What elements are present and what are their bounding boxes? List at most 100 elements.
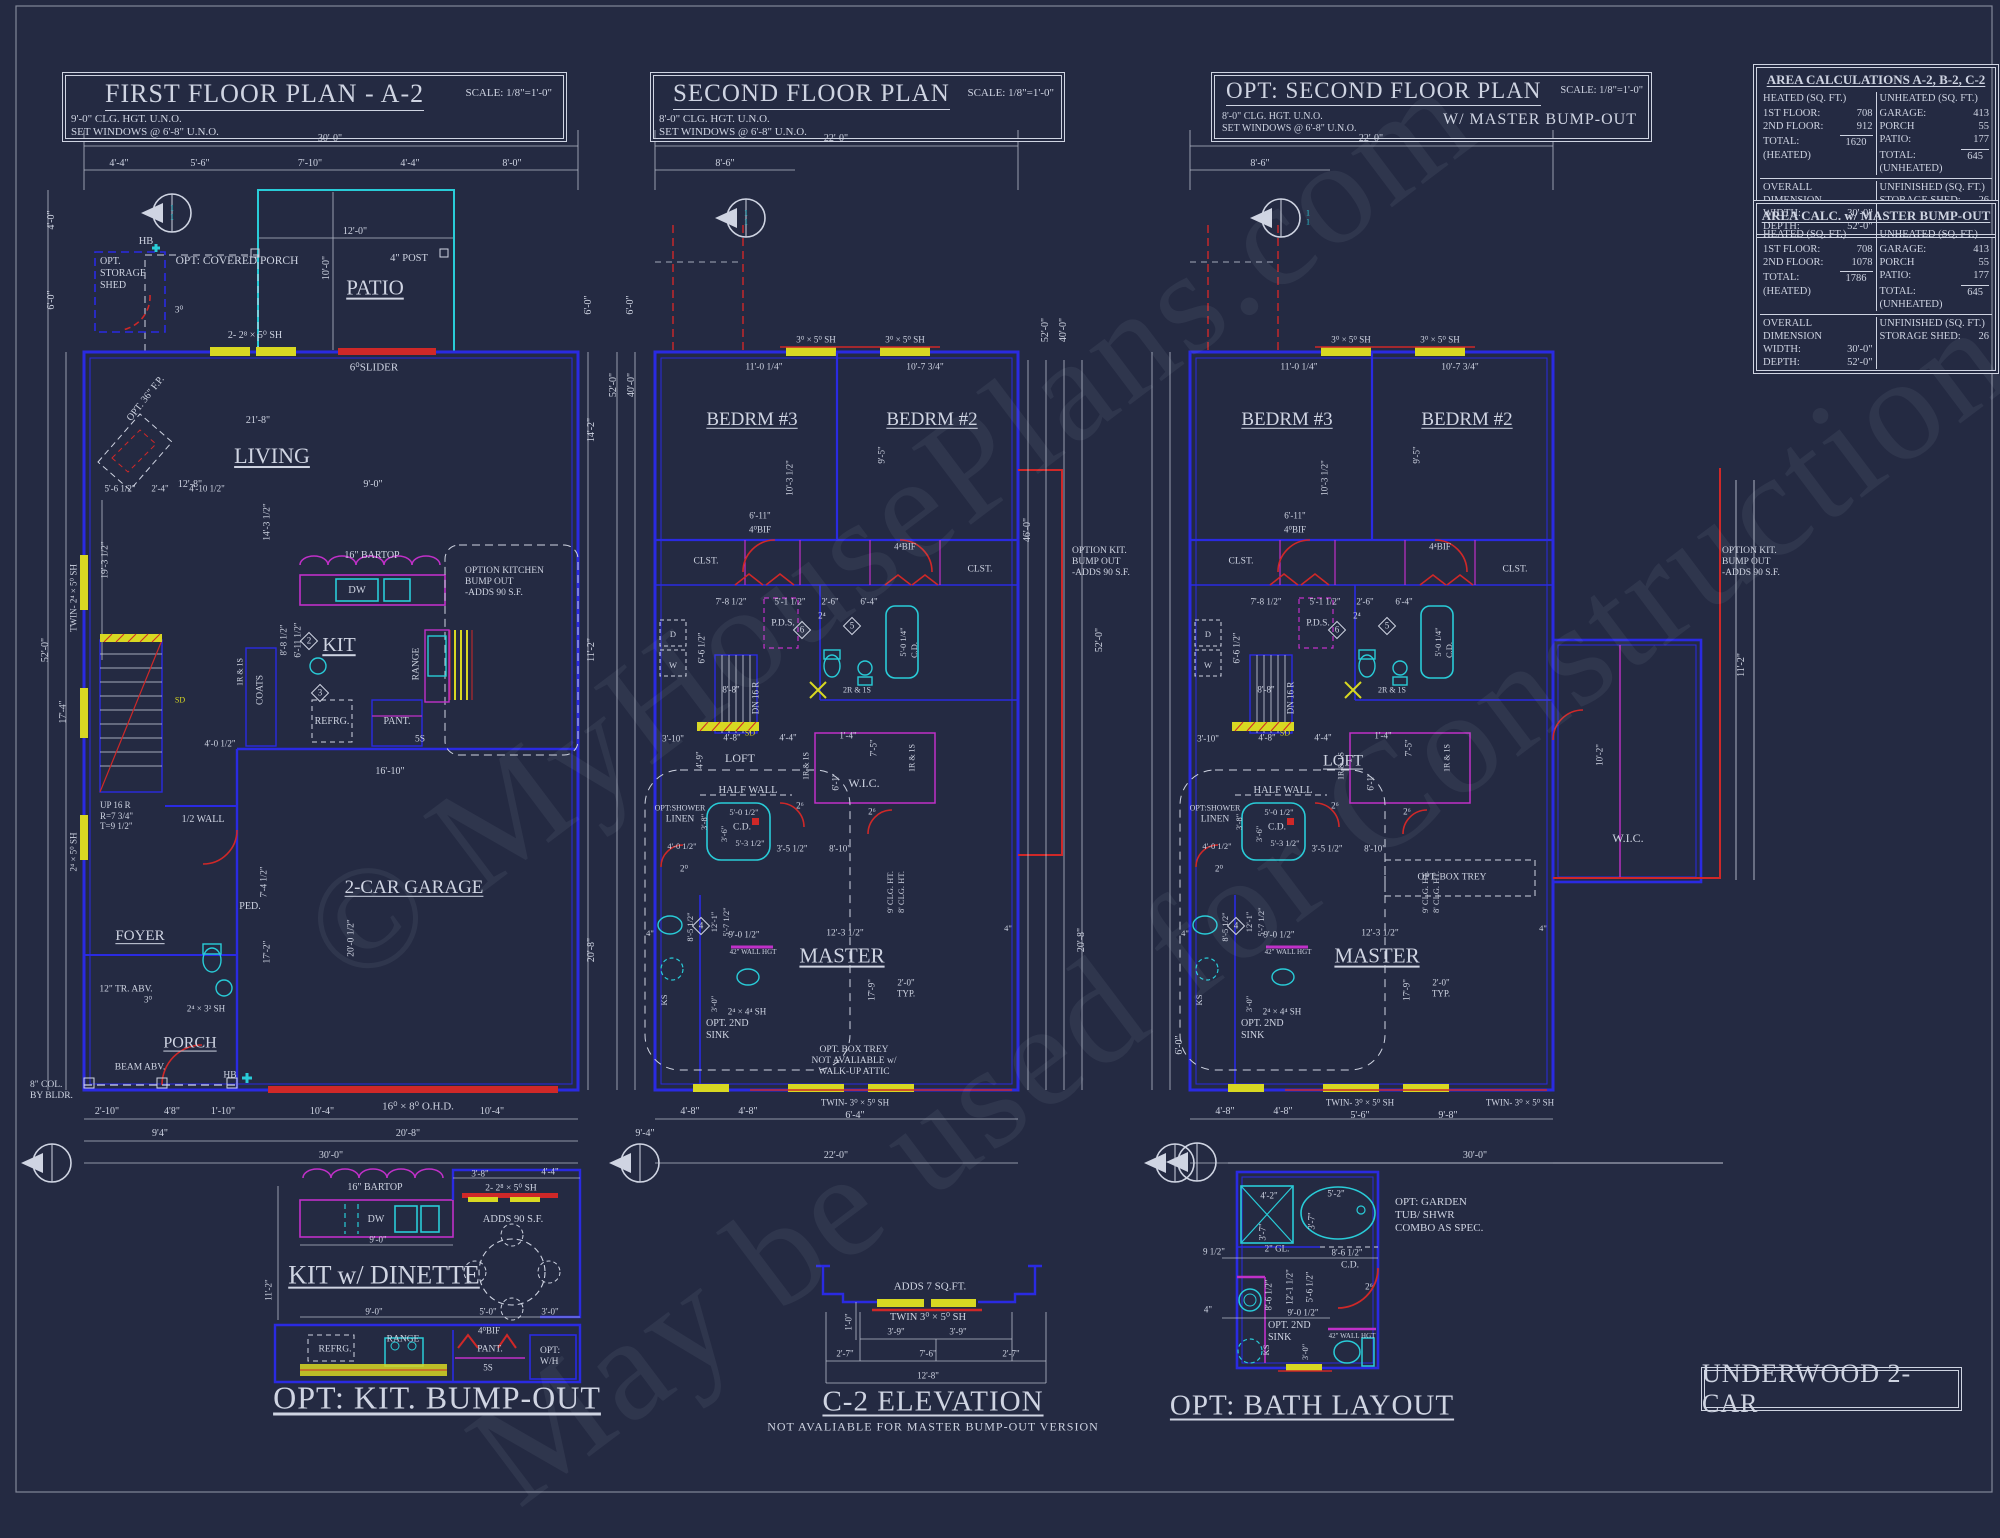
opt-second-floor-note1: 8'-0" CLG. HGT. U.N.O. — [1222, 111, 1323, 122]
table1-title: AREA CALCULATIONS A-2, B-2, C-2 — [1766, 72, 1986, 87]
anno-label: 1 1 — [1306, 208, 1310, 227]
row-label: DEPTH: — [1763, 221, 1800, 233]
anno-label: 2'-0" TYP. — [1431, 977, 1451, 998]
anno-label: RANGE — [386, 1334, 420, 1345]
anno-label: 10'-7 3/4" — [906, 362, 944, 373]
first-floor-titlebox: FIRST FLOOR PLAN - A-2 SCALE: 1/8"=1'-0"… — [62, 72, 567, 142]
anno-label: 7'-8 1/2" — [715, 596, 747, 607]
row-label: OVERALL DIMENSION — [1763, 317, 1822, 342]
anno-label: 16'-10" — [375, 766, 405, 778]
anno-label: 6⁰SLIDER — [349, 361, 399, 374]
anno-label: 3'-7" — [1306, 1212, 1317, 1230]
anno-label: 4'8" — [164, 1106, 180, 1118]
anno-label: 8'-8 1/2" — [278, 624, 289, 656]
anno-label: 7'-5" — [1403, 739, 1414, 757]
anno-label: 9'-0" — [365, 1306, 383, 1317]
anno-label: 4'-0 1/2" — [204, 738, 236, 749]
anno-label: LINEN — [665, 814, 695, 825]
anno-label: 1'-4" — [839, 730, 857, 741]
anno-label: OPT: COVERED PORCH — [175, 255, 299, 268]
anno-label: 1R & 1S — [907, 743, 917, 773]
anno-label: 9'-0 1/2" — [728, 929, 760, 940]
anno-label: UP 16 R R=7 3/4" T=9 1/2" — [100, 800, 134, 832]
anno-label: 8'-10" — [1364, 843, 1386, 854]
anno-label: 9'-5" — [876, 446, 887, 464]
anno-label: 4'-9" — [694, 751, 705, 769]
anno-label: PANT. — [477, 1344, 503, 1355]
anno-label: OPT: W/H — [540, 1346, 561, 1368]
anno-label: 5'-6 1/2" — [1304, 1271, 1315, 1303]
row-label: 1ST FLOOR: — [1763, 108, 1821, 120]
anno-label: 6'-0" — [46, 290, 58, 310]
anno-label: 3'-0" — [1299, 1343, 1310, 1361]
anno-label: 2⁶ — [796, 800, 804, 811]
anno-label: 22'-0" — [823, 1150, 849, 1162]
anno-label: 9 1/2" — [1203, 1246, 1225, 1257]
row-value: 52'-0" — [1847, 221, 1873, 233]
anno-label: 6'-0" — [1174, 1035, 1186, 1055]
opt-second-floor-scale: SCALE: 1/8"=1'-0" — [1560, 85, 1643, 96]
anno-label: 11'-0 1/4" — [1280, 362, 1318, 373]
anno-label: 8' CLG. HT. — [895, 871, 906, 913]
anno-label: 22'-0" — [823, 133, 849, 145]
anno-label: OPT. STORAGE SHED — [100, 256, 146, 291]
anno-label: MASTER — [799, 943, 885, 968]
row-value: 708 — [1856, 244, 1873, 256]
anno-label: OPT:SHOWER — [1189, 803, 1241, 813]
anno-label: 11'-2" — [1736, 653, 1748, 677]
anno-label: 10'-3 1/2" — [1319, 460, 1330, 496]
anno-label: 4⁴BIF — [894, 541, 916, 552]
anno-label: 52'-0" — [1040, 317, 1052, 343]
anno-label: ADDS 7 SQ.FT. — [893, 1280, 967, 1293]
anno-label: 10'-4" — [479, 1106, 505, 1118]
anno-label: 4" — [1539, 922, 1547, 933]
anno-label: C.D. — [1443, 641, 1454, 659]
anno-label: 20'-8" — [1076, 927, 1088, 953]
anno-label: 9'-0" — [369, 1234, 387, 1245]
anno-label: 12'-8" — [177, 479, 203, 491]
anno-label: 4'-10 1/2" — [189, 483, 225, 494]
anno-label: 5 — [1384, 620, 1390, 631]
anno-label: 9' CLG. HT. — [1419, 871, 1430, 913]
second-floor-note1: 8'-0" CLG. HGT. U.N.O. — [659, 113, 770, 125]
anno-label: 5'-1 1/2" — [774, 596, 806, 607]
anno-label: 5'-0 1/2" — [729, 806, 759, 817]
first-floor-note1: 9'-0" CLG. HGT. U.N.O. — [71, 113, 182, 125]
anno-label: 4'-2" — [1260, 1190, 1278, 1201]
row-label: UNFINISHED (SQ. FT.) — [1879, 317, 1985, 329]
anno-label: RANGE — [411, 647, 422, 681]
row-label: PORCH — [1879, 121, 1915, 133]
anno-label: PED. — [239, 901, 261, 913]
area-calc-table-2: AREA CALC. w/ MASTER BUMP-OUT HEATED (SQ… — [1753, 200, 1999, 375]
unheated-header: UNHEATED (SQ. FT.) — [1879, 229, 1978, 240]
titleblock: UNDERWOOD 2-CAR — [1701, 1359, 1962, 1418]
anno-label: 10'-4" — [309, 1106, 335, 1118]
anno-label: 12'-8" — [917, 1370, 939, 1381]
anno-label: 3'-0" — [708, 995, 719, 1013]
anno-label: LINEN — [1200, 814, 1230, 825]
anno-label: 3⁰ × 5⁰ SH — [1420, 334, 1460, 345]
anno-label: 4'-8" — [1258, 732, 1276, 743]
anno-label: 3'-8" — [698, 813, 709, 831]
anno-label: 8'-6" — [1250, 158, 1270, 170]
anno-label: 2⁶ — [1403, 806, 1411, 817]
row-value: 177 — [1973, 270, 1989, 282]
row-value: 1786 — [1839, 271, 1873, 297]
anno-label: DW — [367, 1214, 385, 1226]
anno-label: PANT. — [383, 716, 411, 728]
first-floor-note2: SET WINDOWS @ 6'-8" U.N.O. — [71, 126, 219, 138]
anno-label: OPT. 2ND SINK — [706, 1018, 749, 1041]
anno-label: 22'-0" — [1358, 133, 1384, 145]
anno-label: 4" — [646, 927, 654, 938]
anno-label: HALF WALL — [1253, 784, 1313, 796]
anno-label: 20'-0 1/2" — [346, 919, 357, 957]
row-value: 645 — [1961, 148, 1989, 175]
row-value: 30'-0" — [1847, 344, 1873, 355]
anno-label: 2-CAR GARAGE — [344, 876, 484, 898]
anno-label: 12'-0" — [342, 226, 368, 238]
anno-label: 30'-0" — [318, 1150, 344, 1162]
anno-label: 2 — [306, 635, 312, 646]
anno-label: 10'-0" — [321, 255, 333, 281]
anno-label: OPTION KIT. BUMP OUT -ADDS 90 S.F. — [1072, 546, 1130, 579]
anno-label: SD — [744, 728, 756, 738]
